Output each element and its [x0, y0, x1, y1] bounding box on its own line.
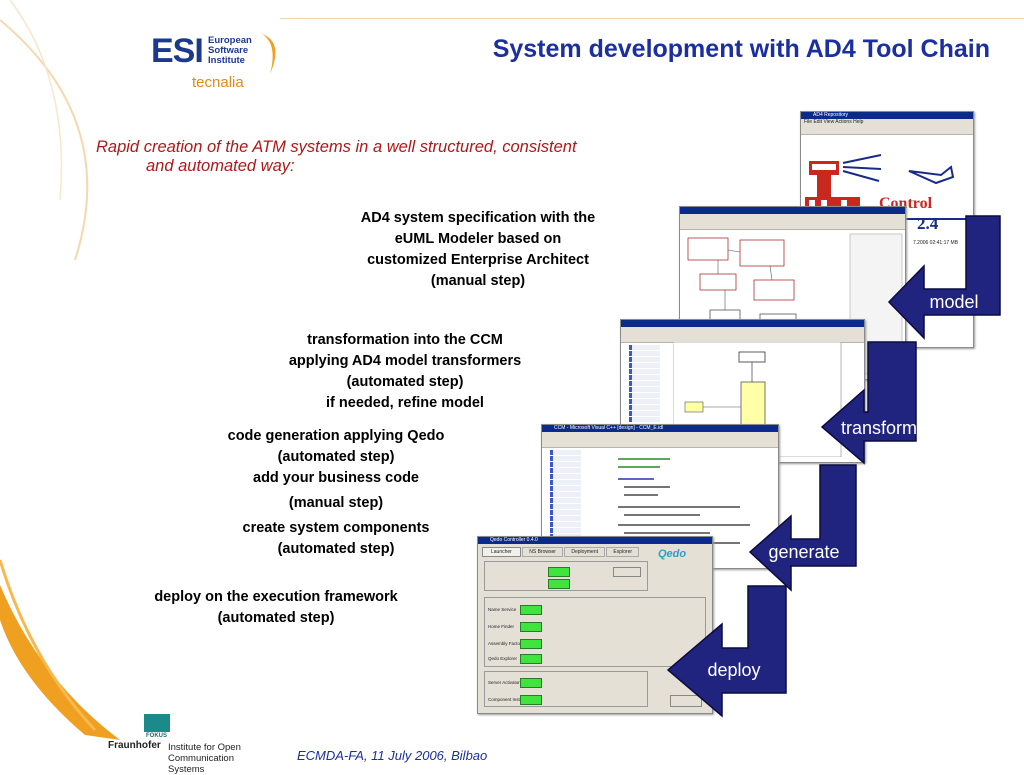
qedo-tab: Deployment: [564, 547, 606, 557]
deploy-arrow-label: deploy: [707, 660, 761, 680]
model-tree: [623, 344, 669, 423]
step-line: (automated step): [277, 541, 395, 557]
institute-text-line: Communication Systems: [168, 753, 234, 775]
step-deploy-text: deploy on the execution framework (autom…: [116, 587, 436, 629]
server-activator-start-button[interactable]: [520, 678, 542, 688]
model-arrow: [887, 215, 1001, 340]
window-toolbar: [680, 220, 905, 230]
fokus-logo-text: FOKUS: [146, 733, 167, 739]
esi-logo-text: ESI: [151, 32, 204, 70]
qedo-tab: Launcher: [482, 547, 521, 557]
home-finder-start-button[interactable]: [520, 622, 542, 632]
transform-arrow: [820, 341, 917, 465]
qedo-panel-top: [484, 561, 648, 591]
step-line: (manual step): [288, 495, 384, 511]
generate-arrow: [748, 464, 857, 592]
window-menubar: [621, 327, 864, 333]
window-titlebar: CCM - Microsoft Visual C++ [design] - CC…: [542, 425, 778, 432]
page-title: System development with AD4 Tool Chain: [492, 35, 990, 63]
qedo-field-label: Home Finder: [488, 624, 515, 629]
step-line: (manual step): [430, 273, 526, 289]
qedo-explorer-start-button[interactable]: [520, 654, 542, 664]
qedo-field-label: Qedo Explorer: [488, 656, 518, 661]
repo-date-text: 7.2006 02:41:17 MB: [913, 240, 959, 246]
qedo-field-label: Server Activator: [488, 680, 520, 685]
component-installer-start-button[interactable]: [520, 695, 542, 705]
qedo-field-label: Assembly Factory: [488, 641, 524, 646]
name-service-start-button[interactable]: [520, 605, 542, 615]
window-menubar: [680, 214, 905, 220]
header-rule: [280, 18, 1024, 19]
qedo-tab: Explorer: [606, 547, 640, 557]
fraunhofer-text: Fraunhofer: [108, 740, 161, 751]
start-button[interactable]: [548, 579, 570, 589]
intro-line: and automated way:: [146, 157, 295, 175]
qedo-panel-middle: [484, 597, 706, 667]
qedo-field-label: Component Installer: [488, 697, 529, 702]
step-line: transformation into the CCM: [307, 332, 503, 348]
step-line: add your business code: [253, 470, 419, 486]
step-line: AD4 system specification with the: [360, 210, 596, 226]
model-arrow-label: model: [929, 292, 979, 312]
step-model-text: AD4 system specification with the eUML M…: [316, 208, 640, 292]
window-titlebar: AD4 Repository: [801, 112, 973, 119]
generate-arrow-label: generate: [768, 542, 840, 562]
fokus-logo: [144, 714, 170, 732]
intro-text: Rapid creation of the ATM systems in a w…: [96, 138, 696, 176]
intro-line: Rapid creation of the ATM systems in a w…: [96, 138, 577, 156]
window-titlebar: [680, 207, 905, 214]
close-button[interactable]: [670, 695, 702, 707]
qedo-tabs: Launcher NS Browser Deployment Explorer: [482, 547, 640, 557]
repo-version-text: 2.4: [917, 214, 939, 233]
step-line: code generation applying Qedo: [227, 428, 445, 444]
window-menubar: File Edit View Actions Help: [801, 119, 973, 125]
step-line: customized Enterprise Architect: [367, 252, 589, 268]
step-line: deploy on the execution framework: [154, 589, 398, 605]
esi-logo-line: Institute: [208, 55, 245, 66]
edit-button[interactable]: [613, 567, 641, 577]
esi-logo: ESI European Software Institute tecnalia: [148, 32, 288, 92]
tecnalia-logo-text: tecnalia: [192, 74, 244, 91]
swoosh-icon: [262, 34, 276, 74]
qedo-panel-bottom: [484, 671, 648, 707]
deploy-arrow: [666, 585, 787, 718]
step-line: (automated step): [217, 610, 335, 626]
step-line: applying AD4 model transformers: [288, 353, 522, 369]
step-line: (automated step): [277, 449, 395, 465]
step-generate-text: code generation applying Qedo (automated…: [176, 426, 496, 560]
window-toolbar: [801, 125, 973, 135]
step-transform-text: transformation into the CCM applying AD4…: [243, 330, 567, 414]
esi-logo-line: European: [208, 35, 252, 46]
step-line: (automated step): [346, 374, 464, 390]
screenshot-qedo-controller: Qedo Controller 0.4.0 Launcher NS Browse…: [477, 536, 713, 714]
transform-arrow-label: transform: [840, 418, 918, 438]
window-menubar: [542, 432, 778, 438]
qedo-field-label: Name Service: [488, 607, 517, 612]
qedo-tab: NS Browser: [522, 547, 563, 557]
step-line: create system components: [242, 520, 430, 536]
institute-text-line: Institute for Open: [168, 742, 241, 753]
window-titlebar: Qedo Controller 0.4.0: [478, 537, 712, 544]
step-line: eUML Modeler based on: [394, 231, 562, 247]
step-line: if needed, refine model: [326, 395, 484, 411]
window-toolbar: [542, 438, 778, 448]
start-button[interactable]: [548, 567, 570, 577]
fraunhofer-logo: FOKUS Fraunhofer Institute for Open Comm…: [108, 712, 268, 775]
assembly-factory-start-button[interactable]: [520, 639, 542, 649]
qedo-logo: Qedo: [658, 548, 687, 560]
window-titlebar: [621, 320, 864, 327]
esi-logo-line: Software: [208, 45, 249, 56]
footer-event: ECMDA-FA, 11 July 2006, Bilbao: [297, 748, 488, 763]
